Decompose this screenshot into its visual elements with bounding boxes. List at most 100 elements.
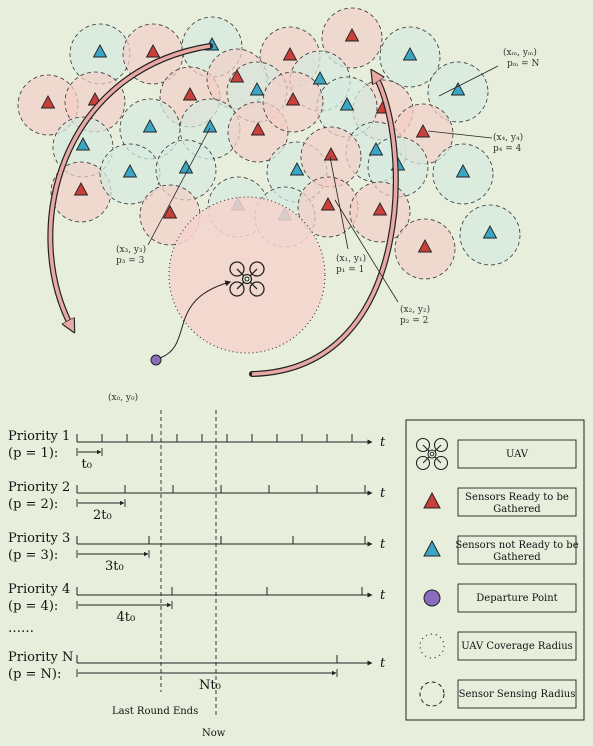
departure-label: (x₀, y₀)	[108, 392, 138, 403]
leader-line-4	[427, 130, 493, 139]
ready-sensor-icon	[229, 69, 245, 83]
ready-sensor-icon	[282, 47, 298, 61]
not-ready-sensor-icon	[122, 164, 138, 178]
right-route-arrow-fill	[251, 74, 398, 376]
ready-sensor-icon	[344, 28, 360, 42]
priority-label: Priority 2	[8, 480, 70, 495]
blue-triangle-icon	[423, 539, 441, 557]
svg-text:(xₘ, yₘ): (xₘ, yₘ)	[503, 47, 537, 58]
purple-dot-icon	[423, 589, 441, 607]
dashed-circle-icon	[419, 681, 445, 707]
legend-label-box	[457, 679, 577, 709]
priority-condition: (p = 3):	[8, 548, 58, 563]
not-ready-sensor-icon	[402, 47, 418, 61]
ready-sensor-icon	[182, 87, 198, 101]
not-ready-sensor-icon	[368, 142, 384, 156]
timeline-row-4: Priority 4 (p = 4): t 4t₀	[8, 582, 386, 625]
priority-condition: (p = 1):	[8, 446, 58, 461]
ready-sensor-icon	[250, 122, 266, 136]
last-round-label: Last Round Ends	[112, 706, 198, 717]
ready-sensor-icon	[285, 92, 301, 106]
legend-label-box	[457, 583, 577, 613]
ready-sensor-icon	[417, 239, 433, 253]
not-ready-sensor-icon	[339, 97, 355, 111]
leader-line-1	[329, 156, 349, 250]
priority-condition: (p = 4):	[8, 599, 58, 614]
sensor-label-4: (x₄, y₄) p₄ = 4	[493, 132, 523, 154]
time-axis-symbol: t	[380, 656, 386, 671]
sensor-label-2: (x₂, y₂) p₂ = 2	[400, 304, 430, 326]
now-label: Now	[202, 728, 226, 739]
priority-label: Priority 3	[8, 531, 70, 546]
legend-box	[405, 419, 585, 721]
interval-label: 4t₀	[117, 610, 136, 625]
svg-text:pₘ = N: pₘ = N	[507, 59, 540, 69]
not-ready-sensor-icon	[482, 225, 498, 239]
not-ready-sensor-icon	[249, 82, 265, 96]
not-ready-sensor-icon	[75, 137, 91, 151]
legend-label-box	[457, 487, 577, 517]
legend-label: Departure Point	[476, 593, 557, 604]
ready-sensor-icon	[73, 182, 89, 196]
priority-label: Priority 1	[8, 429, 70, 444]
left-route-arrow-fill	[48, 44, 211, 328]
uav-icon	[229, 261, 265, 297]
priority-condition: (p = 2):	[8, 497, 58, 512]
ready-sensor-icon	[320, 197, 336, 211]
sensor-label-m: (xₘ, yₘ) pₘ = N	[503, 47, 540, 69]
not-ready-sensor-icon	[92, 44, 108, 58]
timeline-ellipsis: ……	[8, 621, 34, 636]
legend-label: UAV Coverage Radius	[461, 641, 573, 652]
legend-label-box	[457, 439, 577, 469]
not-ready-sensor-icon	[450, 82, 466, 96]
legend-item-uav: UAV	[415, 437, 577, 471]
leader-line-m	[438, 65, 499, 97]
ready-sensor-icon	[145, 44, 161, 58]
svg-text:(x₁, y₁): (x₁, y₁)	[336, 253, 366, 264]
priority-label: Priority N	[8, 650, 73, 665]
leader-line-3	[147, 127, 211, 246]
interval-label: Nt₀	[199, 678, 221, 693]
legend-label-box	[457, 535, 577, 565]
time-axis-symbol: t	[380, 435, 386, 450]
red-triangle-icon	[423, 491, 441, 509]
timeline-row-2: Priority 2 (p = 2): t 2t₀	[8, 480, 386, 523]
legend-label: UAV	[506, 449, 529, 460]
ready-sensor-icon	[40, 95, 56, 109]
time-axis-symbol: t	[380, 486, 386, 501]
legend-label-box	[457, 631, 577, 661]
svg-text:p₂ = 2: p₂ = 2	[400, 316, 428, 326]
svg-text:p₃ = 3: p₃ = 3	[116, 256, 145, 266]
timeline-row-3: Priority 3 (p = 3): t 3t₀	[8, 531, 386, 574]
not-ready-sensor-icon	[289, 162, 305, 176]
svg-text:p₄ = 4: p₄ = 4	[493, 144, 522, 154]
priority-label: Priority 4	[8, 582, 70, 597]
svg-text:p₁ = 1: p₁ = 1	[336, 265, 364, 275]
priority-condition: (p = N):	[8, 667, 61, 682]
interval-label: 2t₀	[93, 508, 112, 523]
time-axis-symbol: t	[380, 588, 386, 603]
sensor-label-3: (x₃, y₃) p₃ = 3	[116, 244, 146, 266]
sensor-label-1: (x₁, y₁) p₁ = 1	[336, 253, 366, 275]
not-ready-sensor-icon	[455, 164, 471, 178]
ready-sensor-icon	[162, 205, 178, 219]
legend-item-dotted-circle: UAV Coverage Radius	[419, 631, 577, 661]
time-axis-symbol: t	[380, 537, 386, 552]
departure-to-uav-arrow	[159, 280, 232, 359]
uav-icon	[415, 437, 449, 471]
not-ready-sensor-icon	[312, 71, 328, 85]
legend-label: Sensors Ready to be	[465, 492, 569, 503]
interval-label: 3t₀	[105, 559, 124, 574]
dotted-circle-icon	[419, 633, 445, 659]
timeline-row-1: Priority 1(p = 1):tt₀	[8, 429, 386, 472]
legend-label: Gathered	[493, 504, 541, 515]
not-ready-sensor-icon	[142, 119, 158, 133]
legend-label: Sensors not Ready to be	[455, 540, 578, 551]
not-ready-sensor-icon	[202, 119, 218, 133]
